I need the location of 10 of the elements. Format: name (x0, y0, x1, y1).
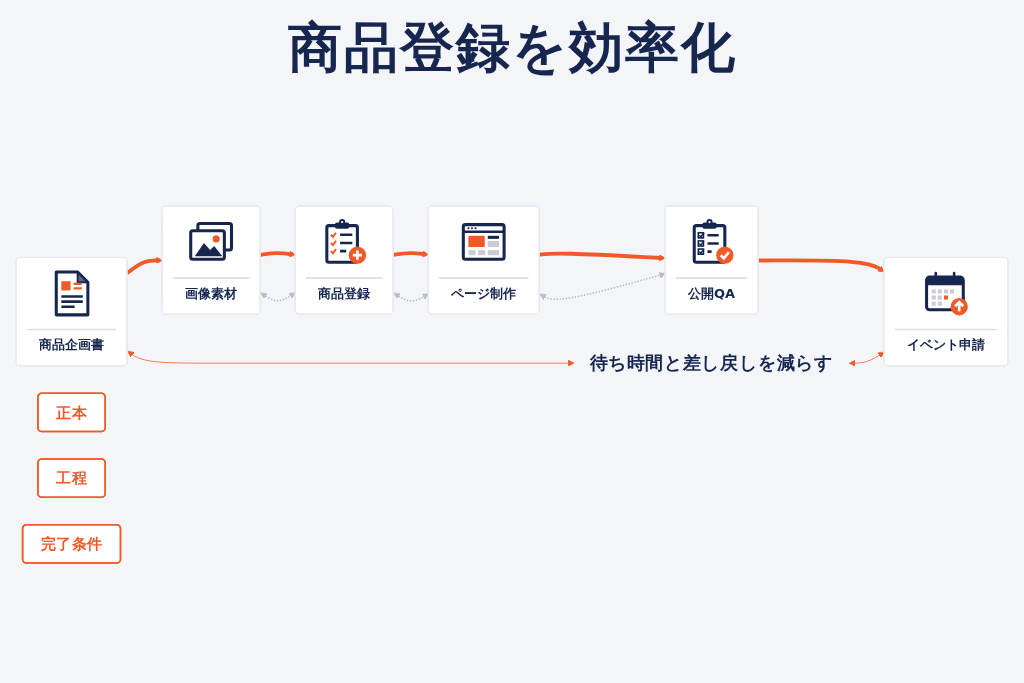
arrow (393, 292, 429, 302)
title: 商品登録を効率化 (287, 14, 737, 81)
arrow (758, 258, 885, 273)
arrow (260, 250, 296, 258)
arrow (539, 272, 666, 301)
arrow (126, 257, 163, 275)
arrow (539, 251, 666, 262)
arrow (393, 250, 429, 258)
node-text: 待ち時間と差し戻しを減らす (589, 352, 834, 374)
arrow (260, 292, 296, 302)
